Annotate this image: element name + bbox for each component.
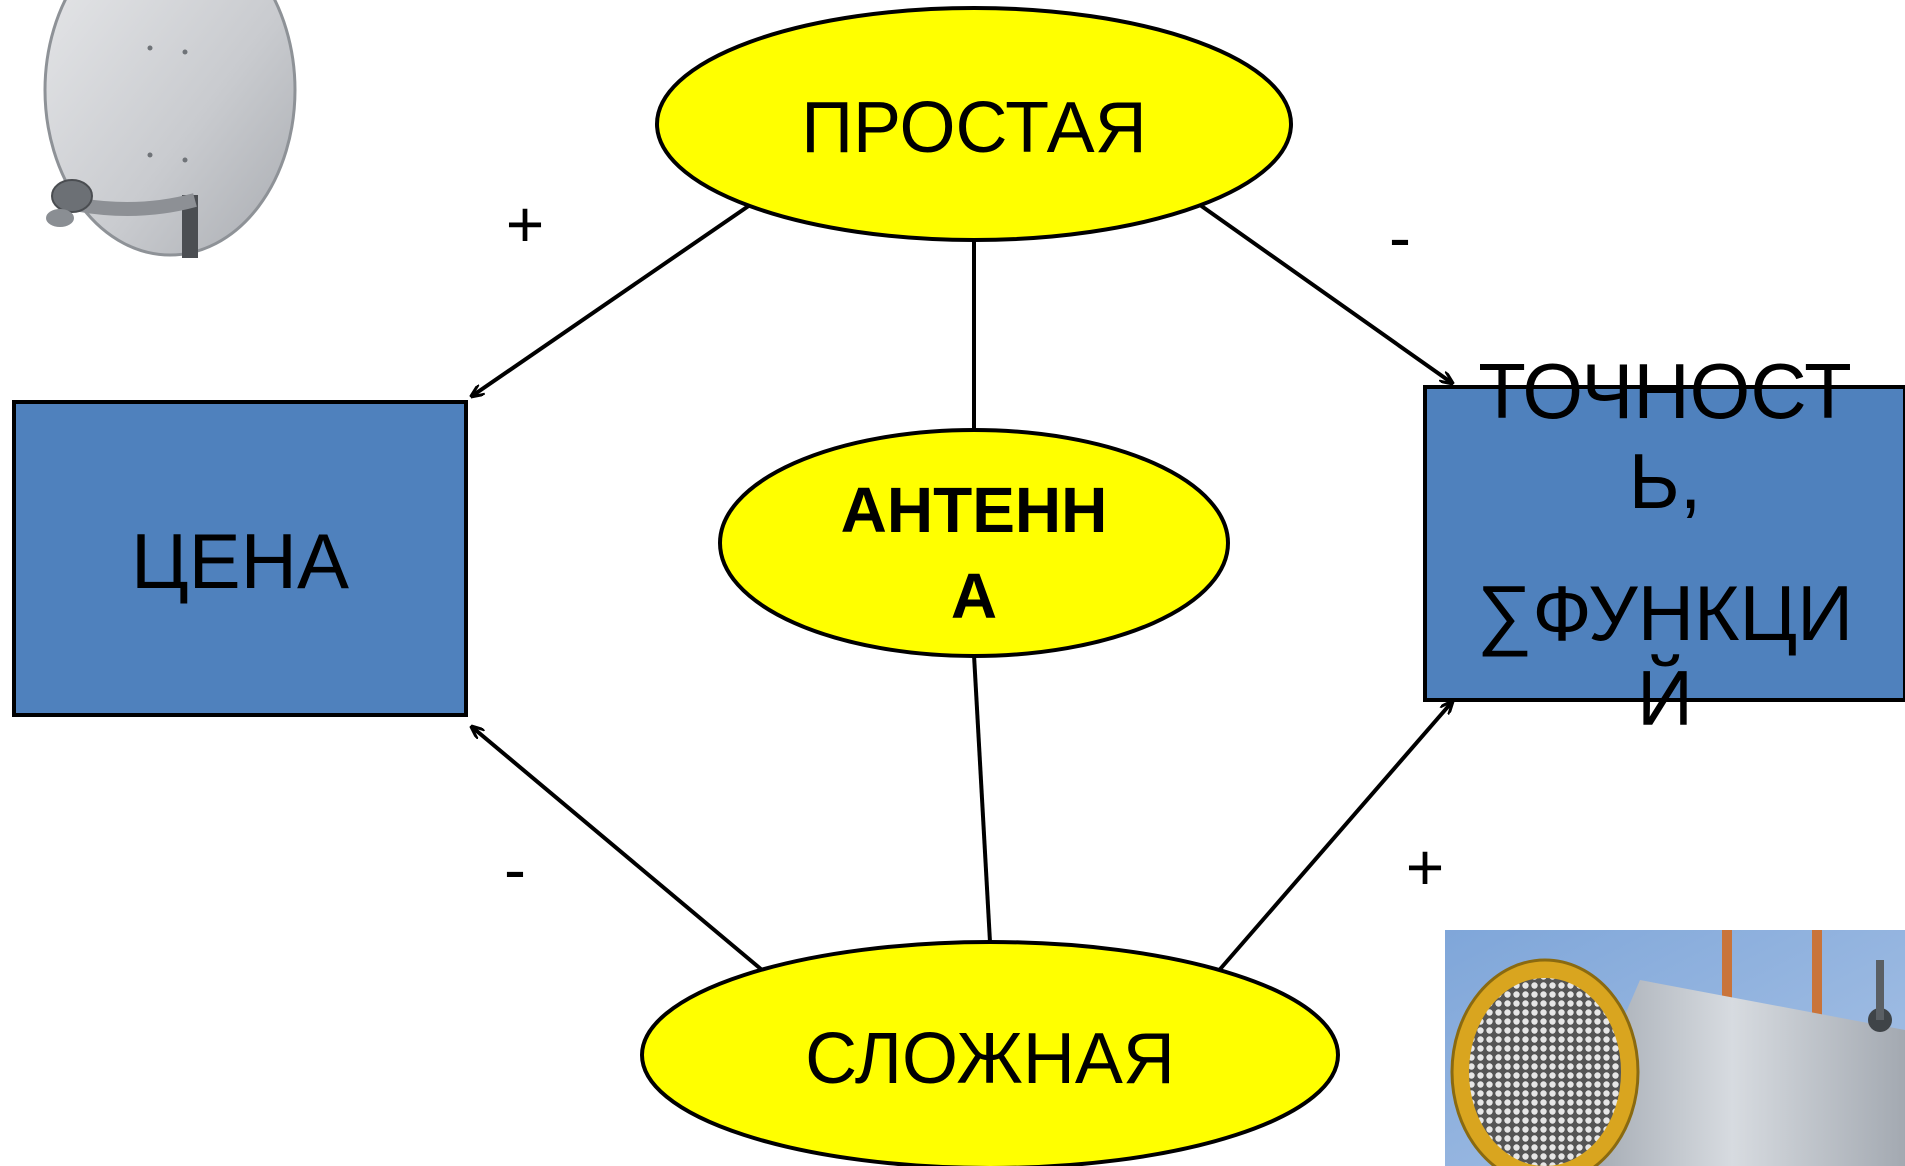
accuracy-label-line2: Ь, bbox=[1629, 437, 1702, 525]
simple-label: ПРОСТАЯ bbox=[801, 88, 1146, 168]
accuracy-node: ТОЧНОСТ Ь, ∑ФУНКЦИ Й bbox=[1423, 347, 1905, 742]
accuracy-label-line4: Й bbox=[1637, 654, 1693, 742]
complex-node: СЛОЖНАЯ bbox=[640, 940, 1340, 1166]
complex-label: СЛОЖНАЯ bbox=[805, 1019, 1175, 1099]
sign-simple-to-price: + bbox=[506, 187, 545, 261]
sign-complex-to-price: - bbox=[504, 832, 526, 906]
accuracy-label-line1: ТОЧНОСТ bbox=[1478, 347, 1851, 435]
antenna-ellipse bbox=[718, 428, 1230, 658]
arrow-simple-to-price bbox=[472, 203, 752, 396]
antenna-label-line1: АНТЕНН bbox=[841, 474, 1108, 546]
complex-ellipse bbox=[640, 940, 1340, 1166]
antenna-label-line2: А bbox=[951, 560, 997, 632]
arrow-complex-to-price bbox=[472, 727, 770, 977]
simple-ellipse bbox=[655, 6, 1293, 242]
arrow-simple-to-accuracy bbox=[1198, 203, 1452, 383]
price-node: ЦЕНА bbox=[12, 400, 468, 717]
accuracy-label-line3: ∑ФУНКЦИ bbox=[1477, 569, 1853, 657]
accuracy-box bbox=[1423, 385, 1905, 702]
sign-complex-to-accuracy: + bbox=[1406, 830, 1445, 904]
price-label: ЦЕНА bbox=[131, 517, 349, 605]
antenna-node: АНТЕНН А bbox=[718, 428, 1230, 658]
satellite-dish-image bbox=[43, 0, 297, 258]
sign-simple-to-accuracy: - bbox=[1389, 200, 1411, 274]
line-antenna-to-complex bbox=[972, 654, 992, 943]
simple-node: ПРОСТАЯ bbox=[655, 6, 1293, 242]
price-box bbox=[12, 400, 468, 717]
connectors bbox=[472, 203, 1452, 977]
phased-array-image bbox=[1445, 930, 1905, 1166]
arrow-complex-to-accuracy bbox=[1213, 702, 1452, 977]
